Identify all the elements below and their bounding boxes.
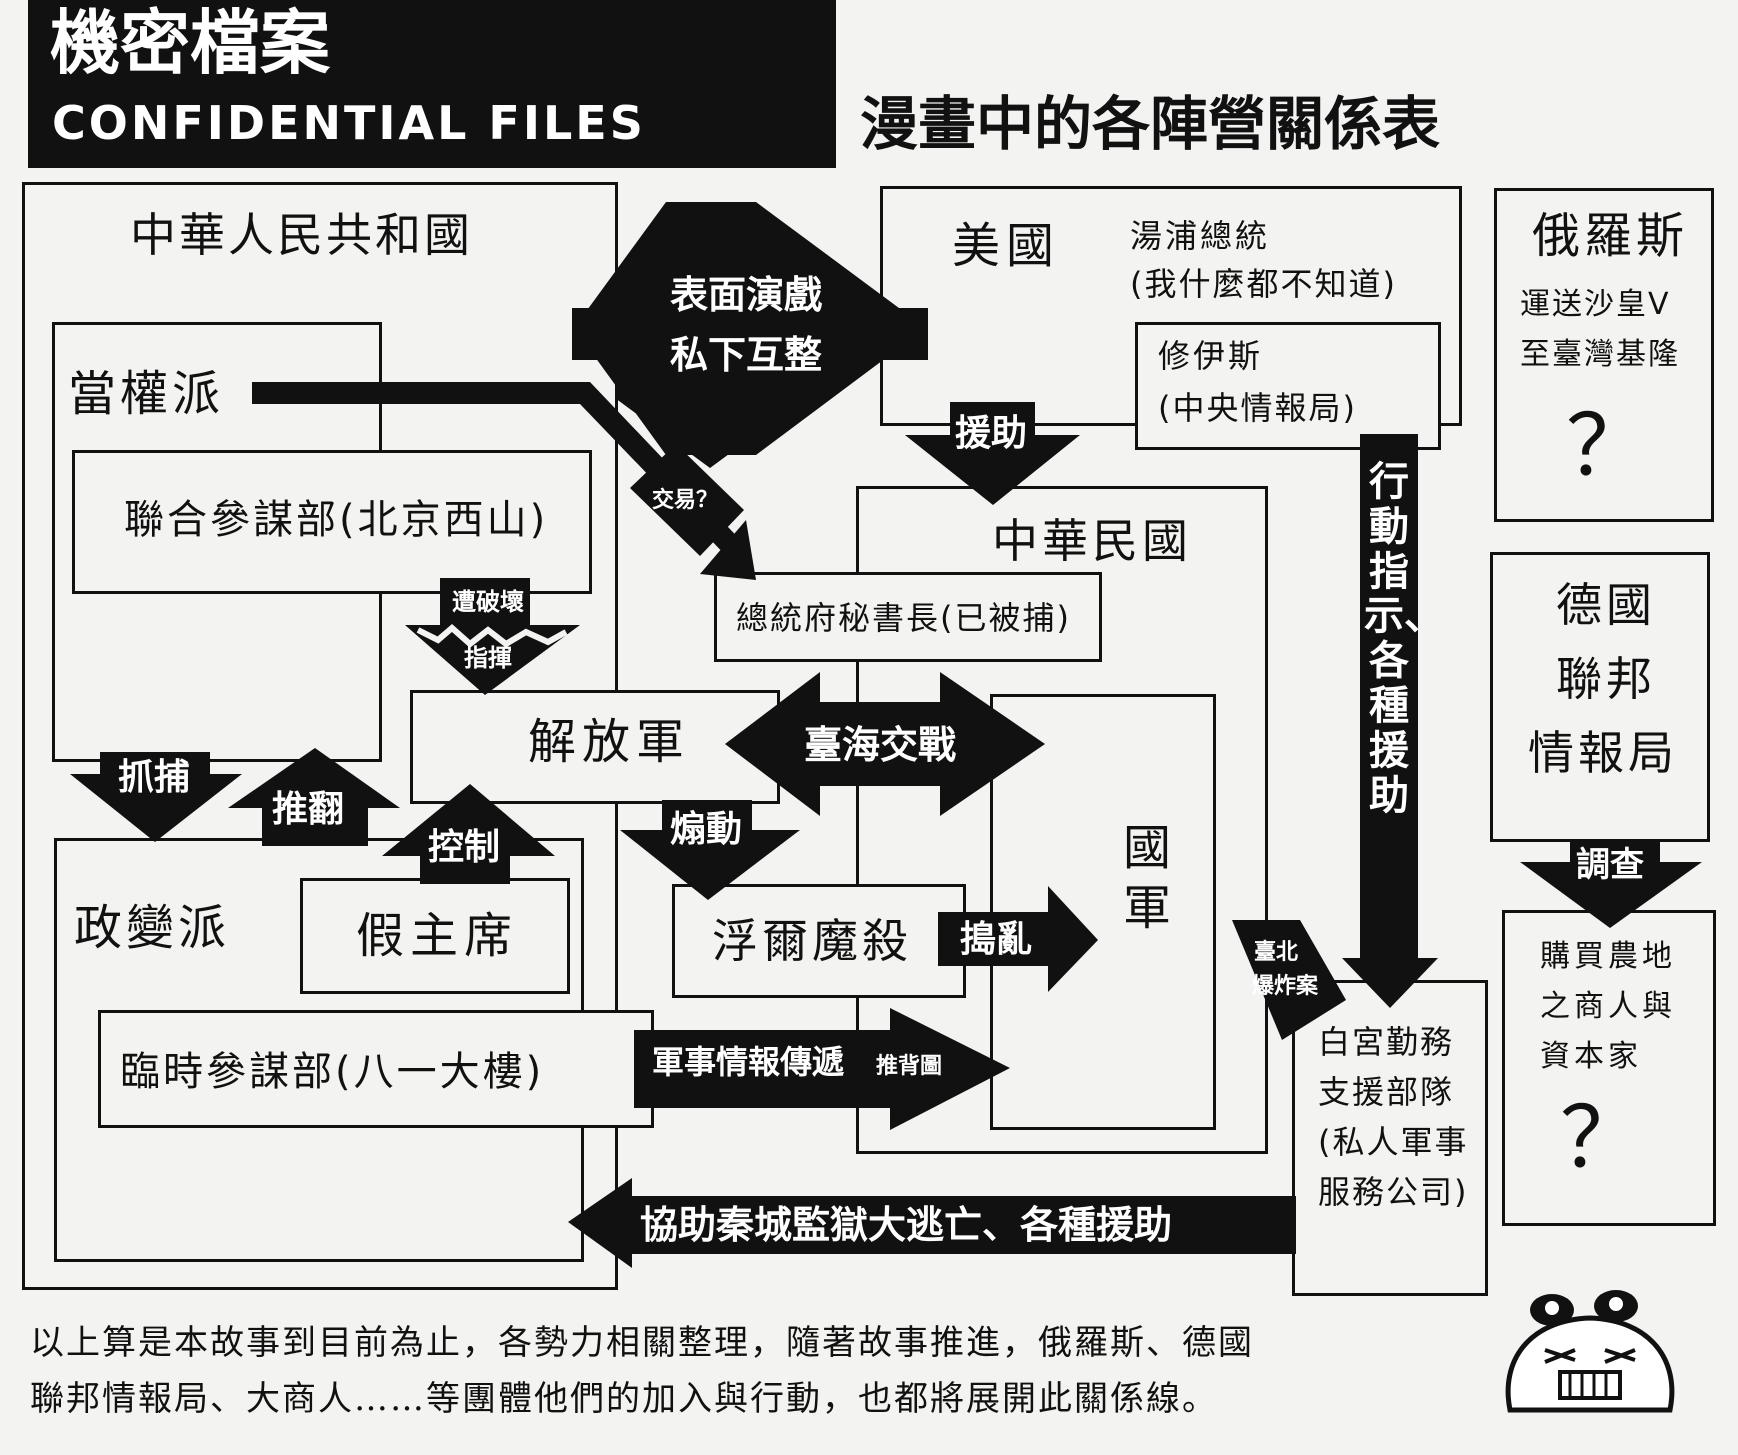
- disrupt-label: 搗亂: [960, 919, 1033, 960]
- escape-arrow: [568, 1178, 1296, 1268]
- furmos-box: [672, 884, 966, 998]
- escape-label: 協助秦城監獄大逃亡、各種援助: [640, 1203, 1173, 1247]
- deal-tag: [630, 444, 744, 556]
- germany-line3: 情報局: [1528, 726, 1678, 780]
- intel-arrow: [634, 1008, 1010, 1130]
- merchants-line2: 之商人與: [1540, 989, 1676, 1024]
- deal-label: 交易？: [652, 488, 719, 513]
- president-note: (我什麼都不知道): [1130, 265, 1397, 303]
- roc-title: 中華民國: [992, 514, 1192, 568]
- secretary-box: [714, 572, 1102, 662]
- disrupt-arrow: [938, 886, 1098, 992]
- fake-chairman-box: [300, 878, 570, 994]
- coup-label: 政變派: [74, 900, 231, 956]
- army-label: 國軍: [1122, 818, 1172, 938]
- russia-title: 俄羅斯: [1532, 208, 1689, 264]
- overthrow-arrow: [228, 748, 400, 846]
- overthrow-label: 推翻: [272, 789, 345, 830]
- whitehouse-box: [1292, 980, 1488, 1296]
- pla-box: [410, 690, 780, 804]
- title-en: CONFIDENTIAL FILES: [52, 96, 646, 150]
- mascot-doodle: [1505, 1290, 1675, 1413]
- cia-name: 修伊斯: [1158, 337, 1264, 375]
- back-push-label: 推背圖: [876, 1054, 943, 1079]
- control-arrow: [382, 784, 555, 884]
- action-arrow: [1342, 434, 1438, 1008]
- president-label: 湯浦總統: [1130, 217, 1271, 255]
- roc-box: [856, 486, 1268, 1154]
- russia-line1: 運送沙皇V: [1520, 287, 1671, 322]
- aid-label: 援助: [955, 413, 1028, 454]
- destroyed-label: 遭破壞: [452, 588, 524, 616]
- aid-arrow: [905, 402, 1080, 505]
- merchants-question: ？: [1560, 1089, 1645, 1187]
- germany-line2: 聯邦: [1556, 652, 1656, 706]
- whitehouse-line4: 服務公司): [1318, 1173, 1469, 1211]
- furmos-label: 浮爾魔殺: [712, 914, 912, 968]
- pla-label: 解放軍: [528, 714, 691, 770]
- bomb-label-1: 臺北: [1254, 940, 1299, 965]
- command-label: 指揮: [464, 644, 512, 672]
- strait-war-label: 臺海交戰: [804, 723, 957, 767]
- bomb-arrow: [1232, 920, 1346, 1040]
- cia-org: (中央情報局): [1158, 389, 1357, 427]
- whitehouse-line2: 支援部隊: [1318, 1073, 1455, 1111]
- cia-box: [1135, 322, 1441, 450]
- header-banner: [28, 0, 836, 168]
- arrest-label: 抓捕: [118, 757, 191, 798]
- prc-title: 中華人民共和國: [130, 208, 473, 262]
- temp-staff-box: [98, 1010, 654, 1128]
- joint-staff-box: [72, 450, 592, 594]
- investigate-label: 調查: [1576, 845, 1644, 885]
- usa-title: 美國: [952, 218, 1061, 274]
- russia-box: [1494, 188, 1714, 522]
- joint-staff-label: 聯合參謀部(北京西山): [124, 497, 549, 543]
- footer-line1: 以上算是本故事到目前為止，各勢力相關整理，隨著故事推進，俄羅斯、德國: [30, 1323, 1254, 1363]
- page-subtitle: 漫畫中的各陣營關係表: [860, 90, 1441, 158]
- bomb-label-2: 爆炸案: [1252, 974, 1319, 999]
- secretary-label: 總統府秘書長(已被捕): [736, 599, 1071, 637]
- whitehouse-line3: (私人軍事: [1318, 1123, 1469, 1161]
- incite-arrow: [620, 800, 800, 900]
- show-label-1: 表面演戲: [670, 273, 823, 317]
- investigate-arrow: [1520, 842, 1702, 928]
- show-label-2: 私下互整: [670, 333, 823, 377]
- fake-chairman-label: 假主席: [356, 908, 519, 964]
- action-label: 行動指示、各種援助: [1364, 459, 1444, 819]
- arrest-arrow: [70, 752, 242, 842]
- whitehouse-line1: 白宮勤務: [1318, 1023, 1455, 1061]
- control-label: 控制: [428, 827, 501, 868]
- deal-arrow-shaft: [252, 382, 748, 562]
- intel-label: 軍事情報傳遞: [652, 1043, 845, 1081]
- temp-staff-label: 臨時參謀部(八一大樓): [120, 1049, 545, 1095]
- title-cn: 機密檔案: [50, 2, 330, 84]
- army-text: 國軍: [1122, 820, 1171, 936]
- incumbent-label: 當權派: [68, 366, 225, 422]
- action-text: 行動指示、各種援助: [1364, 459, 1444, 819]
- russia-line2: 至臺灣基隆: [1520, 337, 1680, 372]
- incite-label: 煽動: [670, 809, 743, 850]
- merchants-line1: 購買農地: [1540, 939, 1676, 974]
- merchants-line3: 資本家: [1540, 1039, 1642, 1074]
- strait-war-arrow: [725, 672, 1045, 816]
- germany-line1: 德國: [1556, 578, 1656, 632]
- footer-line2: 聯邦情報局、大商人……等團體他們的加入與行動，也都將展開此關係線。: [30, 1379, 1218, 1419]
- broken-line: [416, 624, 568, 648]
- germany-box: [1490, 552, 1710, 842]
- russia-question: ？: [1566, 397, 1651, 495]
